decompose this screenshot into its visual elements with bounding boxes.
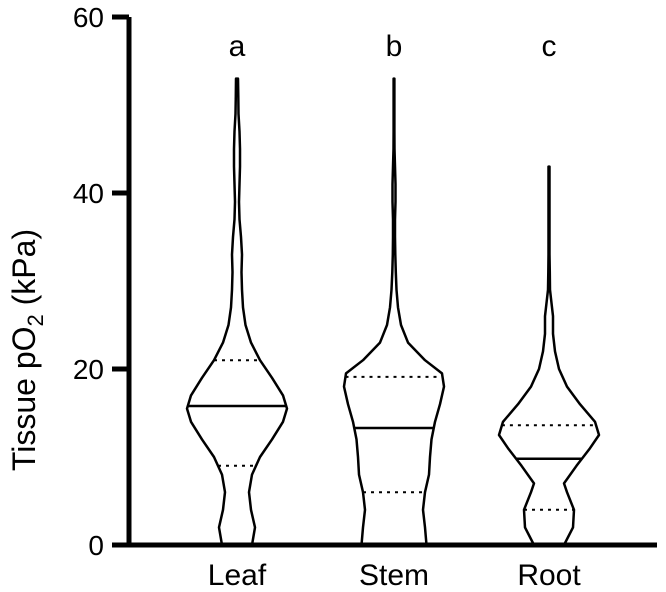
violin-stem bbox=[342, 77, 446, 547]
x-category-label: Stem bbox=[359, 559, 429, 592]
y-ticks-layer: 0 20 40 60 bbox=[73, 2, 129, 561]
y-tick-label: 20 bbox=[73, 354, 104, 385]
axes-layer bbox=[126, 17, 657, 548]
violin-root bbox=[497, 165, 601, 547]
x-category-label: Leaf bbox=[208, 559, 267, 592]
y-tick-label: 40 bbox=[73, 178, 104, 209]
y-tick-label: 60 bbox=[73, 2, 104, 33]
violin-leaf bbox=[185, 77, 289, 547]
y-axis-label: Tissue pO2 (kPa) bbox=[6, 229, 48, 471]
significance-letter: a bbox=[229, 30, 246, 63]
violins-layer bbox=[185, 77, 601, 547]
x-category-label: Root bbox=[517, 559, 581, 592]
y-tick-label: 0 bbox=[88, 530, 104, 561]
significance-letter: c bbox=[542, 30, 557, 63]
significance-letter: b bbox=[386, 30, 403, 63]
quartile-lines-layer bbox=[187, 359, 597, 511]
